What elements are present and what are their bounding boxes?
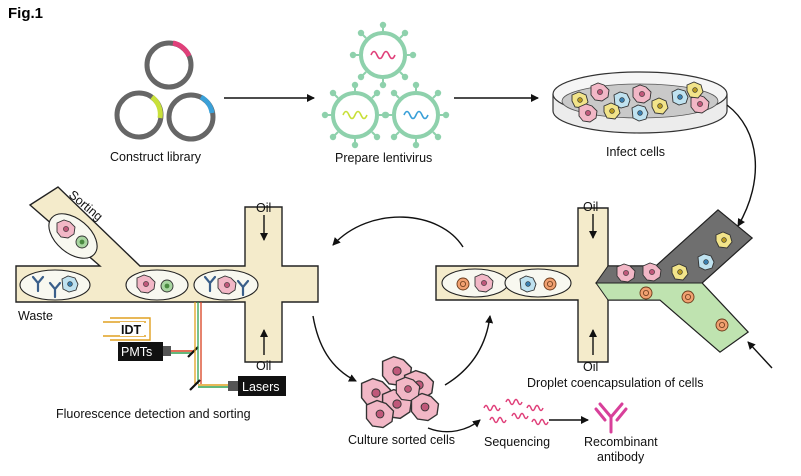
lasers-label: Lasers bbox=[242, 380, 280, 394]
encapsulation-chip bbox=[435, 207, 773, 369]
arrow-sorter-to-culture bbox=[312, 315, 357, 382]
waste-label: Waste bbox=[18, 309, 53, 323]
arrow-culture-to-sequencing bbox=[427, 419, 481, 433]
recombinant-antibody-label-line1: Recombinant bbox=[584, 435, 658, 449]
droplet-coencapsulation-label: Droplet coencapsulation of cells bbox=[527, 376, 704, 390]
petri-dish bbox=[552, 71, 728, 134]
oil-label-top-right: Oil bbox=[583, 200, 598, 214]
construct-library-label: Construct library bbox=[110, 150, 202, 164]
sorting-chip bbox=[15, 186, 319, 363]
antibody-icon bbox=[594, 402, 628, 434]
arrow-chip-to-sorter bbox=[332, 216, 464, 248]
optics-setup bbox=[103, 302, 286, 396]
oil-label-top-left: Oil bbox=[256, 201, 271, 215]
recombinant-antibody-label-line2: antibody bbox=[597, 450, 645, 464]
oil-label-bottom-left: Oil bbox=[256, 359, 271, 373]
cultured-cells bbox=[360, 355, 440, 429]
figure-title: Fig.1 bbox=[8, 5, 43, 22]
pmts-label: PMTs bbox=[121, 345, 152, 359]
oil-label-bottom-right: Oil bbox=[583, 360, 598, 374]
arrow-culture-to-chip bbox=[444, 315, 494, 386]
sequencing-label: Sequencing bbox=[484, 435, 550, 449]
idt-label: IDT bbox=[121, 323, 142, 337]
culture-sorted-cells-label: Culture sorted cells bbox=[348, 433, 455, 447]
plasmid-library bbox=[114, 40, 216, 142]
infect-cells-label: Infect cells bbox=[606, 145, 665, 159]
fluorescence-detection-label: Fluorescence detection and sorting bbox=[56, 407, 251, 421]
prepare-lentivirus-label: Prepare lentivirus bbox=[335, 151, 432, 165]
sequencing-reads bbox=[483, 398, 549, 426]
lentivirus-particles bbox=[319, 19, 452, 151]
arrow-dish-to-chip bbox=[726, 104, 757, 227]
